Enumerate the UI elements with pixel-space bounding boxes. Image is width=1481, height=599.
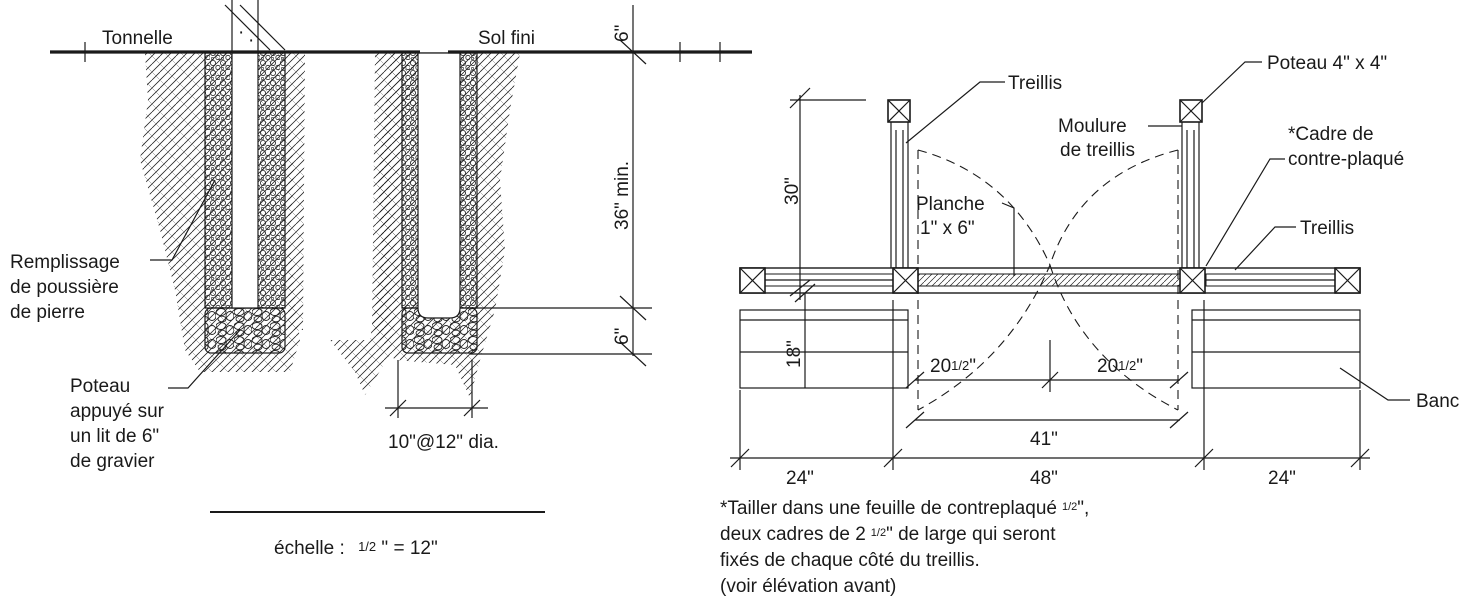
dim-20-half-left: 201/2" — [930, 356, 976, 377]
scale-label: échelle : 1/2 " = 12" — [274, 535, 438, 559]
gravel-bed-left — [204, 307, 286, 354]
dim-48: 48" — [1030, 468, 1058, 489]
plan-view: 30" 18" 201/2" 201/2" 41" 24" 48" — [720, 53, 1459, 597]
bench-left — [739, 309, 909, 389]
dim-36: 36" min. — [612, 161, 633, 230]
label-remplissage-1: Remplissage — [10, 252, 120, 273]
dim-6-top: 6" — [612, 25, 633, 42]
label-treillis-right: Treillis — [1300, 218, 1354, 239]
post-top-left — [887, 99, 911, 123]
dim-20-half-right: 201/2" — [1097, 356, 1143, 377]
label-poteau-3: un lit de 6" — [70, 426, 159, 447]
dim-30: 30" — [782, 177, 803, 205]
empty-hole-right — [417, 52, 461, 319]
svg-text:·: · — [248, 30, 254, 51]
label-moulure-2: de treillis — [1060, 140, 1135, 161]
dim-diameter: 10"@12" dia. — [388, 432, 499, 453]
label-poteau-1: Poteau — [70, 376, 130, 397]
note-line-3: fixés de chaque côté du treillis. — [720, 550, 980, 571]
post-corner-far-left — [739, 267, 766, 294]
dim-24-right: 24" — [1268, 468, 1296, 489]
gate-swing-right — [1049, 149, 1179, 411]
label-moulure-1: Moulure — [1058, 116, 1127, 137]
label-poteau-4x4: Poteau 4" x 4" — [1267, 53, 1387, 74]
label-banc: Banc — [1416, 391, 1459, 412]
note-line-1: *Tailler dans une feuille de contreplaqu… — [720, 498, 1089, 519]
lattice-wall-right — [1181, 112, 1200, 277]
post-left — [231, 52, 259, 309]
label-sol-fini: Sol fini — [478, 28, 535, 49]
label-planche-2: 1" x 6" — [920, 218, 975, 239]
label-cadre-1: *Cadre de — [1288, 124, 1374, 145]
lattice-wall-left — [890, 112, 909, 277]
post-front-left — [892, 267, 919, 294]
dim-24-left: 24" — [786, 468, 814, 489]
post-front-right — [1179, 267, 1206, 294]
bench-right — [1191, 309, 1361, 389]
post-top-right — [1179, 99, 1203, 123]
dim-41: 41" — [1030, 429, 1058, 450]
footing-section: · · Tonnelle Sol fini 6" 36" min. 6" 10"… — [10, 0, 752, 559]
label-tonnelle: Tonnelle — [102, 28, 173, 49]
label-planche-1: Planche — [916, 194, 985, 215]
post-corner-far-right — [1334, 267, 1361, 294]
label-cadre-2: contre-plaqué — [1288, 149, 1404, 170]
dim-18: 18" — [784, 340, 805, 368]
note-line-4: (voir élévation avant) — [720, 576, 896, 597]
label-poteau-2: appuyé sur — [70, 401, 165, 422]
label-remplissage-2: de poussière — [10, 277, 119, 298]
label-remplissage-3: de pierre — [10, 302, 85, 323]
post-dots: · — [238, 22, 244, 43]
dim-6-bottom: 6" — [612, 328, 633, 345]
plank-1x6 — [907, 273, 1183, 287]
label-treillis-top: Treillis — [1008, 73, 1062, 94]
label-poteau-4: de gravier — [70, 451, 155, 472]
